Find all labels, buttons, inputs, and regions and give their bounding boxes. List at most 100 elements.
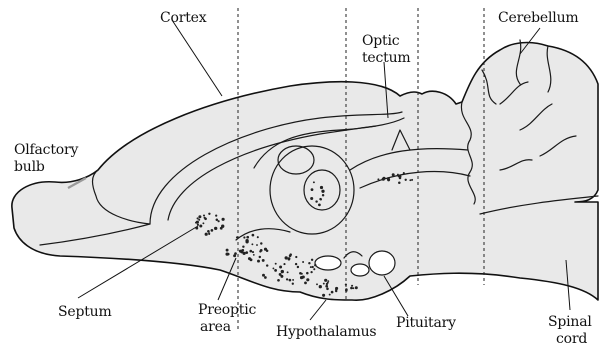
stipple-dot bbox=[248, 257, 251, 260]
stipple-dot bbox=[264, 276, 267, 279]
stipple-dot bbox=[324, 279, 327, 282]
stipple-dot bbox=[399, 177, 402, 180]
stipple-dot bbox=[335, 287, 338, 290]
stipple-dot bbox=[216, 219, 219, 222]
stipple-dot bbox=[266, 264, 268, 266]
stipple-dot bbox=[289, 279, 292, 282]
stipple-dot bbox=[308, 262, 310, 264]
stipple-dot bbox=[306, 278, 309, 281]
stipple-dot bbox=[277, 279, 280, 282]
stipple-dot bbox=[306, 272, 309, 275]
pituitary-gland bbox=[369, 251, 395, 275]
stipple-dot bbox=[310, 266, 312, 268]
stipple-dot bbox=[302, 261, 304, 263]
stipple-dot bbox=[310, 271, 312, 273]
stipple-dot bbox=[310, 197, 313, 200]
stipple-dot bbox=[287, 271, 289, 273]
stipple-dot bbox=[243, 236, 245, 238]
stipple-dot bbox=[397, 174, 399, 176]
stipple-dot bbox=[295, 263, 297, 265]
stipple-dot bbox=[242, 245, 244, 247]
stipple-dot bbox=[199, 224, 202, 227]
stipple-dot bbox=[301, 273, 303, 275]
stipple-dot bbox=[214, 227, 217, 230]
stipple-dot bbox=[286, 278, 288, 280]
stipple-dot bbox=[241, 249, 243, 251]
stipple-dot bbox=[208, 213, 210, 215]
stipple-dot bbox=[283, 263, 285, 265]
stipple-dot bbox=[264, 248, 267, 251]
stipple-dot bbox=[260, 242, 262, 244]
stipple-dot bbox=[257, 260, 260, 263]
stipple-dot bbox=[315, 200, 317, 202]
stipple-dot bbox=[313, 181, 315, 183]
stipple-dot bbox=[409, 179, 411, 181]
stipple-dot bbox=[225, 252, 228, 255]
stipple-dot bbox=[205, 233, 208, 236]
stipple-dot bbox=[345, 284, 347, 286]
stipple-dot bbox=[322, 294, 325, 297]
stipple-dot bbox=[249, 250, 252, 253]
stipple-dot bbox=[245, 251, 248, 254]
label-optic-tectum-line2: tectum bbox=[362, 50, 410, 66]
stipple-dot bbox=[288, 257, 291, 260]
stipple-dot bbox=[355, 286, 358, 289]
stipple-dot bbox=[253, 254, 255, 256]
stipple-dot bbox=[335, 290, 337, 292]
stipple-dot bbox=[311, 259, 313, 261]
stipple-dot bbox=[326, 288, 329, 291]
stipple-dot bbox=[318, 204, 321, 207]
stipple-dot bbox=[246, 236, 249, 239]
stipple-dot bbox=[208, 233, 210, 235]
stipple-dot bbox=[321, 190, 324, 193]
stipple-dot bbox=[272, 267, 274, 269]
stipple-dot bbox=[405, 179, 407, 181]
label-pituitary: Pituitary bbox=[396, 315, 456, 331]
label-spinal-cord-line2: cord bbox=[556, 331, 587, 347]
label-preoptic-area-line1: Preoptic bbox=[198, 302, 256, 318]
stipple-dot bbox=[215, 215, 217, 217]
stipple-dot bbox=[320, 198, 322, 200]
stipple-dot bbox=[304, 282, 307, 285]
stipple-dot bbox=[320, 186, 323, 189]
stipple-dot bbox=[314, 264, 316, 266]
label-olfactory-bulb-line1: Olfactory bbox=[14, 142, 78, 158]
stipple-dot bbox=[322, 194, 324, 196]
label-cerebellum: Cerebellum bbox=[498, 10, 578, 26]
stipple-dot bbox=[345, 288, 348, 291]
stipple-dot bbox=[259, 256, 261, 258]
stipple-dot bbox=[207, 230, 210, 233]
stipple-dot bbox=[297, 266, 299, 268]
stipple-dot bbox=[274, 269, 277, 272]
label-optic-tectum-line1: Optic bbox=[362, 33, 400, 49]
stipple-dot bbox=[262, 259, 265, 262]
stipple-dot bbox=[319, 285, 322, 288]
stipple-dot bbox=[323, 283, 325, 285]
stipple-dot bbox=[198, 215, 201, 218]
label-preoptic-area-line2: area bbox=[200, 319, 231, 335]
stipple-dot bbox=[257, 236, 259, 238]
stipple-dot bbox=[196, 221, 199, 224]
stipple-dot bbox=[316, 283, 318, 285]
label-hypothalamus: Hypothalamus bbox=[276, 324, 376, 340]
stipple-dot bbox=[285, 256, 288, 259]
stipple-dot bbox=[222, 218, 225, 221]
stipple-dot bbox=[403, 172, 405, 174]
stipple-dot bbox=[236, 236, 238, 238]
stipple-dot bbox=[329, 294, 331, 296]
stipple-dot bbox=[326, 283, 328, 285]
stipple-dot bbox=[281, 270, 284, 273]
stipple-dot bbox=[275, 263, 277, 265]
stipple-dot bbox=[252, 251, 254, 253]
stipple-dot bbox=[202, 222, 204, 224]
stipple-dot bbox=[289, 253, 292, 256]
stipple-dot bbox=[252, 234, 255, 237]
label-septum: Septum bbox=[58, 304, 112, 320]
stipple-dot bbox=[292, 283, 294, 285]
stipple-dot bbox=[300, 276, 303, 279]
stipple-dot bbox=[245, 239, 248, 242]
label-cortex: Cortex bbox=[160, 10, 207, 26]
stipple-dot bbox=[398, 181, 401, 184]
stipple-dot bbox=[313, 268, 315, 270]
